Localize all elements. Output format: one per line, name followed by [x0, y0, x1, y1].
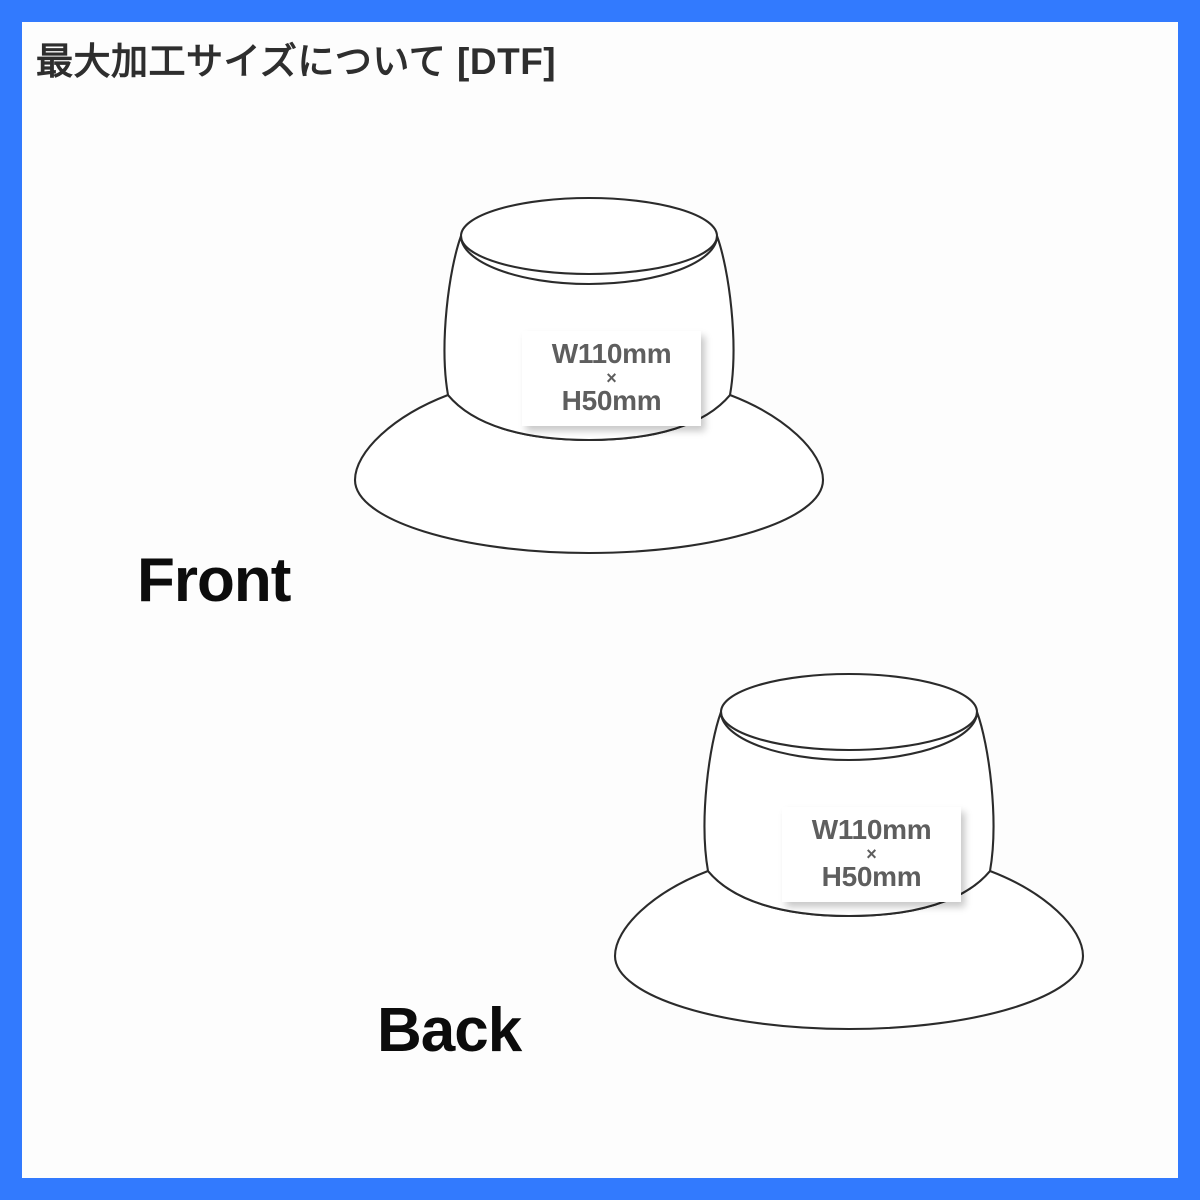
print-height-label-front: H50mm [561, 385, 662, 416]
print-separator-back: × [866, 844, 877, 864]
hat-crown-top [459, 196, 719, 276]
view-caption-back: Back [377, 996, 522, 1065]
print-height-label-back: H50mm [821, 861, 922, 892]
hat-crown-top [719, 672, 979, 752]
hat-crown-seam [719, 710, 979, 762]
illustration-canvas: 最大加工サイズについて [DTF] W110mm × H50mm [22, 22, 1178, 1178]
view-caption-front: Front [137, 546, 291, 615]
print-area-label-back: W110mm × H50mm [782, 807, 961, 902]
print-width-label-back: W110mm [811, 814, 932, 845]
print-width-label-front: W110mm [551, 338, 672, 369]
hat-crown-seam [459, 234, 719, 286]
print-separator-front: × [606, 368, 617, 388]
print-area-label-front: W110mm × H50mm [522, 331, 701, 426]
page-title: 最大加工サイズについて [DTF] [36, 41, 557, 82]
